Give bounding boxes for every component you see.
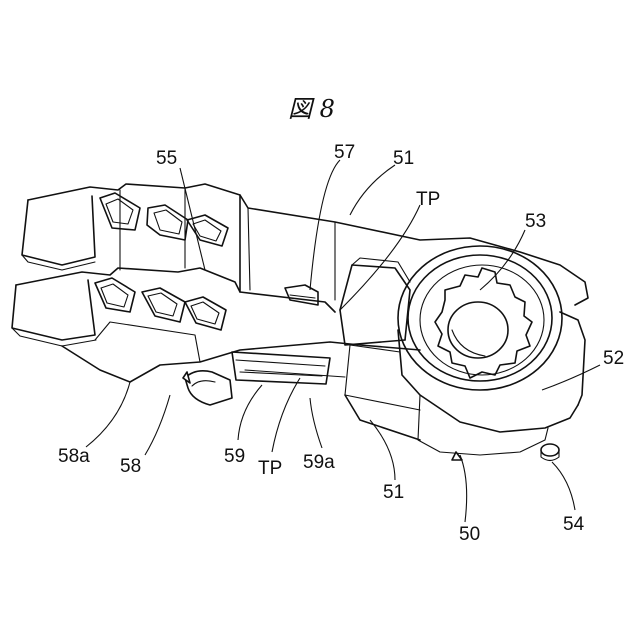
- plate-59: [232, 352, 330, 384]
- label-tp-bottom: TP: [258, 458, 282, 479]
- label-50: 50: [459, 524, 480, 545]
- label-51-bottom: 51: [383, 482, 404, 503]
- leader-lines: [86, 160, 600, 522]
- lower-arm-outline: [16, 268, 335, 312]
- label-57: 57: [334, 142, 355, 163]
- component-body: [12, 184, 588, 461]
- label-58: 58: [120, 456, 141, 477]
- lower-window-3: [185, 297, 226, 330]
- label-tp-top: TP: [416, 189, 440, 210]
- ring-housing-outer: [398, 246, 562, 390]
- boss-54: [541, 444, 559, 456]
- label-59a: 59a: [303, 452, 335, 473]
- label-52: 52: [603, 348, 624, 369]
- label-53: 53: [525, 211, 546, 232]
- label-58a: 58a: [58, 446, 90, 467]
- label-51-top: 51: [393, 148, 414, 169]
- label-59: 59: [224, 446, 245, 467]
- figure-title: 図 8: [288, 95, 335, 123]
- label-55: 55: [156, 148, 177, 169]
- boss-58: [185, 371, 232, 405]
- lower-arm-end: [12, 280, 95, 340]
- arm-underside: [62, 342, 420, 382]
- label-54: 54: [563, 514, 585, 535]
- lower-window-2: [142, 288, 185, 322]
- upper-arm-end: [22, 196, 95, 265]
- lower-window-1: [95, 278, 135, 312]
- gear-bore: [448, 302, 508, 358]
